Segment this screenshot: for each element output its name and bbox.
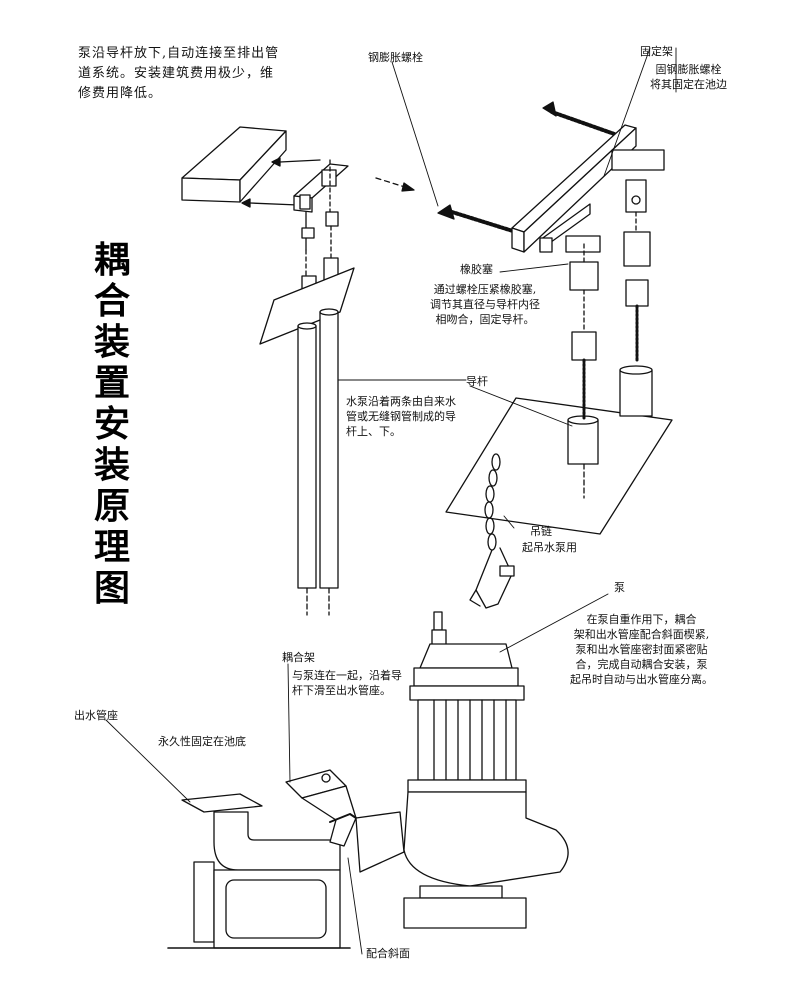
right-expansion-bolts: [437, 101, 622, 234]
outlet-base: [167, 793, 351, 949]
left-base-plate: [259, 267, 355, 345]
label-mating-slope: 配合斜面: [366, 947, 410, 960]
label-fixed-bracket-desc: 固钢膨胀螺栓 将其固定在池边: [650, 63, 727, 91]
transition-arrow: [375, 177, 415, 192]
label-pump: 泵: [614, 581, 625, 594]
wall-slab: [181, 126, 287, 203]
label-pump-desc: 在泵自重作用下，耦合 架和出水管座配合斜面楔紧, 泵和出水管座密封面紧密贴 合，…: [570, 613, 713, 686]
label-lifting-chain-desc: 起吊水泵用: [522, 541, 577, 554]
pump-body: [355, 611, 569, 929]
left-fixed-bracket: [293, 159, 349, 251]
left-guide-rods: [297, 225, 339, 616]
label-guide-rod-desc: 水泵沿着两条由自来水 管或无缝钢管制成的导 杆上、下。: [346, 395, 456, 438]
right-fixed-bracket: [511, 124, 665, 253]
label-guide-rod: 导杆: [466, 375, 488, 388]
right-base-plate: [445, 397, 673, 535]
label-rubber-plug-desc: 通过螺栓压紧橡胶塞, 调节其直径与导杆内径 相吻合，固定导杆。: [430, 283, 540, 326]
diagram-title: 耦合装置安装原理图: [80, 240, 144, 609]
diagram-title-text: 耦合装置安装原理图: [93, 240, 130, 609]
label-lifting-chain: 吊链: [530, 525, 552, 538]
label-rubber-plug: 橡胶塞: [460, 263, 493, 276]
left-expansion-bolts: [241, 157, 321, 208]
lifting-chain: [469, 453, 515, 609]
label-coupling-frame: 耦合架: [282, 651, 315, 664]
label-coupling-frame-desc: 与泵连在一起，沿着导 杆下滑至出水管座。: [292, 669, 402, 697]
coupling-frame: [285, 769, 357, 847]
right-guide-tubes: [567, 211, 653, 499]
leader-lines: [105, 47, 677, 955]
intro-note: 泵沿导杆放下,自动连接至排出管道系统。安装建筑费用极少，维修费用降低。: [78, 46, 280, 101]
label-fixed-bracket: 固定架: [640, 45, 673, 58]
label-expansion-bolt: 钢膨胀螺栓: [368, 51, 423, 64]
label-outlet-base-desc: 永久性固定在池底: [158, 735, 246, 748]
label-outlet-base: 出水管座: [74, 709, 118, 722]
